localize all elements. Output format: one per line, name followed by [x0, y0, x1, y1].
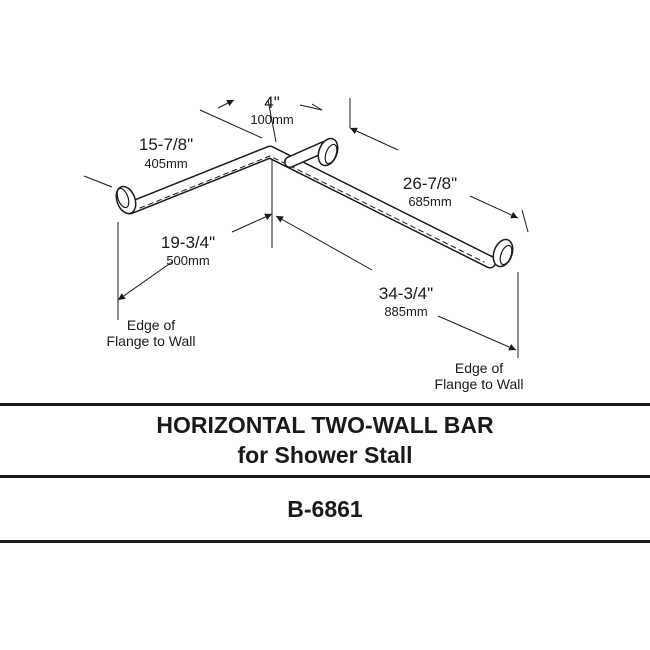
dim-short-to-wall-imperial: 19-3/4" [161, 233, 215, 252]
title-block: HORIZONTAL TWO-WALL BAR for Shower Stall [0, 410, 650, 470]
flange-right [492, 238, 514, 268]
dim-offset-metric: 100mm [250, 112, 293, 127]
note-left-wall: Edge of Flange to Wall [107, 317, 196, 349]
dim-short-leg-metric: 405mm [144, 156, 187, 171]
title-line-1: HORIZONTAL TWO-WALL BAR [156, 412, 494, 438]
dim-long-to-wall-metric: 885mm [384, 304, 427, 319]
dim-long-to-wall: 34-3/4" 885mm [379, 284, 433, 319]
dim-offset: 4" 100mm [250, 93, 293, 127]
model-number: B-6861 [287, 496, 363, 522]
flange-left [115, 185, 137, 215]
rule-bottom [0, 540, 650, 543]
model-block: B-6861 [0, 494, 650, 524]
dim-short-leg: 15-7/8" 405mm [139, 135, 193, 171]
dim-long-leg-metric: 685mm [408, 194, 451, 209]
dim-short-to-wall-metric: 500mm [166, 253, 209, 268]
dim-long-to-wall-imperial: 34-3/4" [379, 284, 433, 303]
dim-short-to-wall: 19-3/4" 500mm [161, 233, 215, 268]
grab-bar-drawing: 15-7/8" 405mm 4" 100mm 26-7/8" 685mm 19-… [83, 93, 529, 392]
dim-long-leg-imperial: 26-7/8" [403, 174, 457, 193]
support-arm [284, 141, 330, 168]
note-left-line1: Edge of [127, 317, 175, 333]
rule-middle [0, 475, 650, 478]
dim-short-leg-imperial: 15-7/8" [139, 135, 193, 154]
rule-top [0, 403, 650, 406]
grab-bar [123, 145, 497, 269]
dim-offset-imperial: 4" [264, 93, 280, 112]
flange-middle [317, 137, 339, 167]
dim-long-leg: 26-7/8" 685mm [403, 174, 457, 209]
title-line-2: for Shower Stall [237, 442, 413, 468]
dimension-lines [83, 98, 529, 358]
note-right-line2: Flange to Wall [435, 376, 524, 392]
note-right-line1: Edge of [455, 360, 503, 376]
note-right-wall: Edge of Flange to Wall [435, 360, 524, 392]
note-left-line2: Flange to Wall [107, 333, 196, 349]
